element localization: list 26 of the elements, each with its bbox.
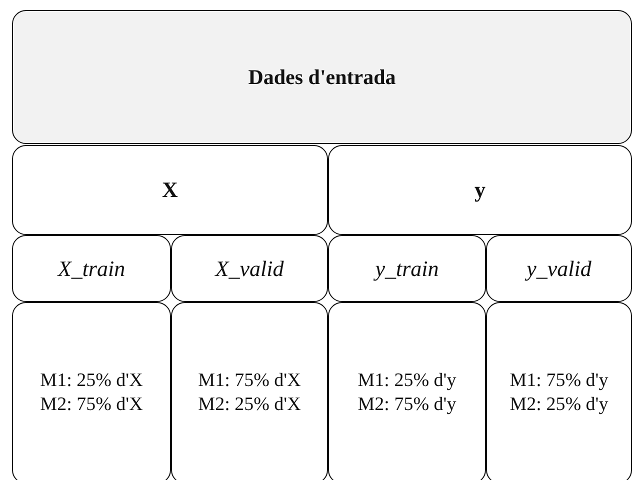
box-label: Dades d'entrada: [248, 64, 396, 90]
group-box: [12, 145, 328, 235]
box-label: X_train: [58, 254, 126, 282]
box-label: M2: 75% d'y: [358, 393, 456, 417]
box-label: M2: 25% d'X: [198, 393, 301, 417]
box-label: M1: 25% d'y: [358, 369, 456, 393]
box-label: X: [162, 176, 178, 204]
split-box: [171, 302, 328, 480]
box-label: M2: 25% d'y: [510, 393, 608, 417]
box-label: y_valid: [526, 254, 592, 282]
subset-box: [486, 235, 632, 302]
header-box: [12, 10, 632, 144]
subset-box: [328, 235, 486, 302]
split-box: [328, 302, 486, 480]
box-label: M1: 75% d'X: [198, 369, 301, 393]
box-label: y_train: [375, 254, 439, 282]
subset-box: [171, 235, 328, 302]
split-box: [486, 302, 632, 480]
subset-box: [12, 235, 171, 302]
box-label: M2: 75% d'X: [40, 393, 143, 417]
group-box: [328, 145, 632, 235]
box-label: y: [474, 176, 486, 204]
box-label: M1: 25% d'X: [40, 369, 143, 393]
split-box: [12, 302, 171, 480]
box-label: X_valid: [215, 254, 284, 282]
box-label: M1: 75% d'y: [510, 369, 608, 393]
